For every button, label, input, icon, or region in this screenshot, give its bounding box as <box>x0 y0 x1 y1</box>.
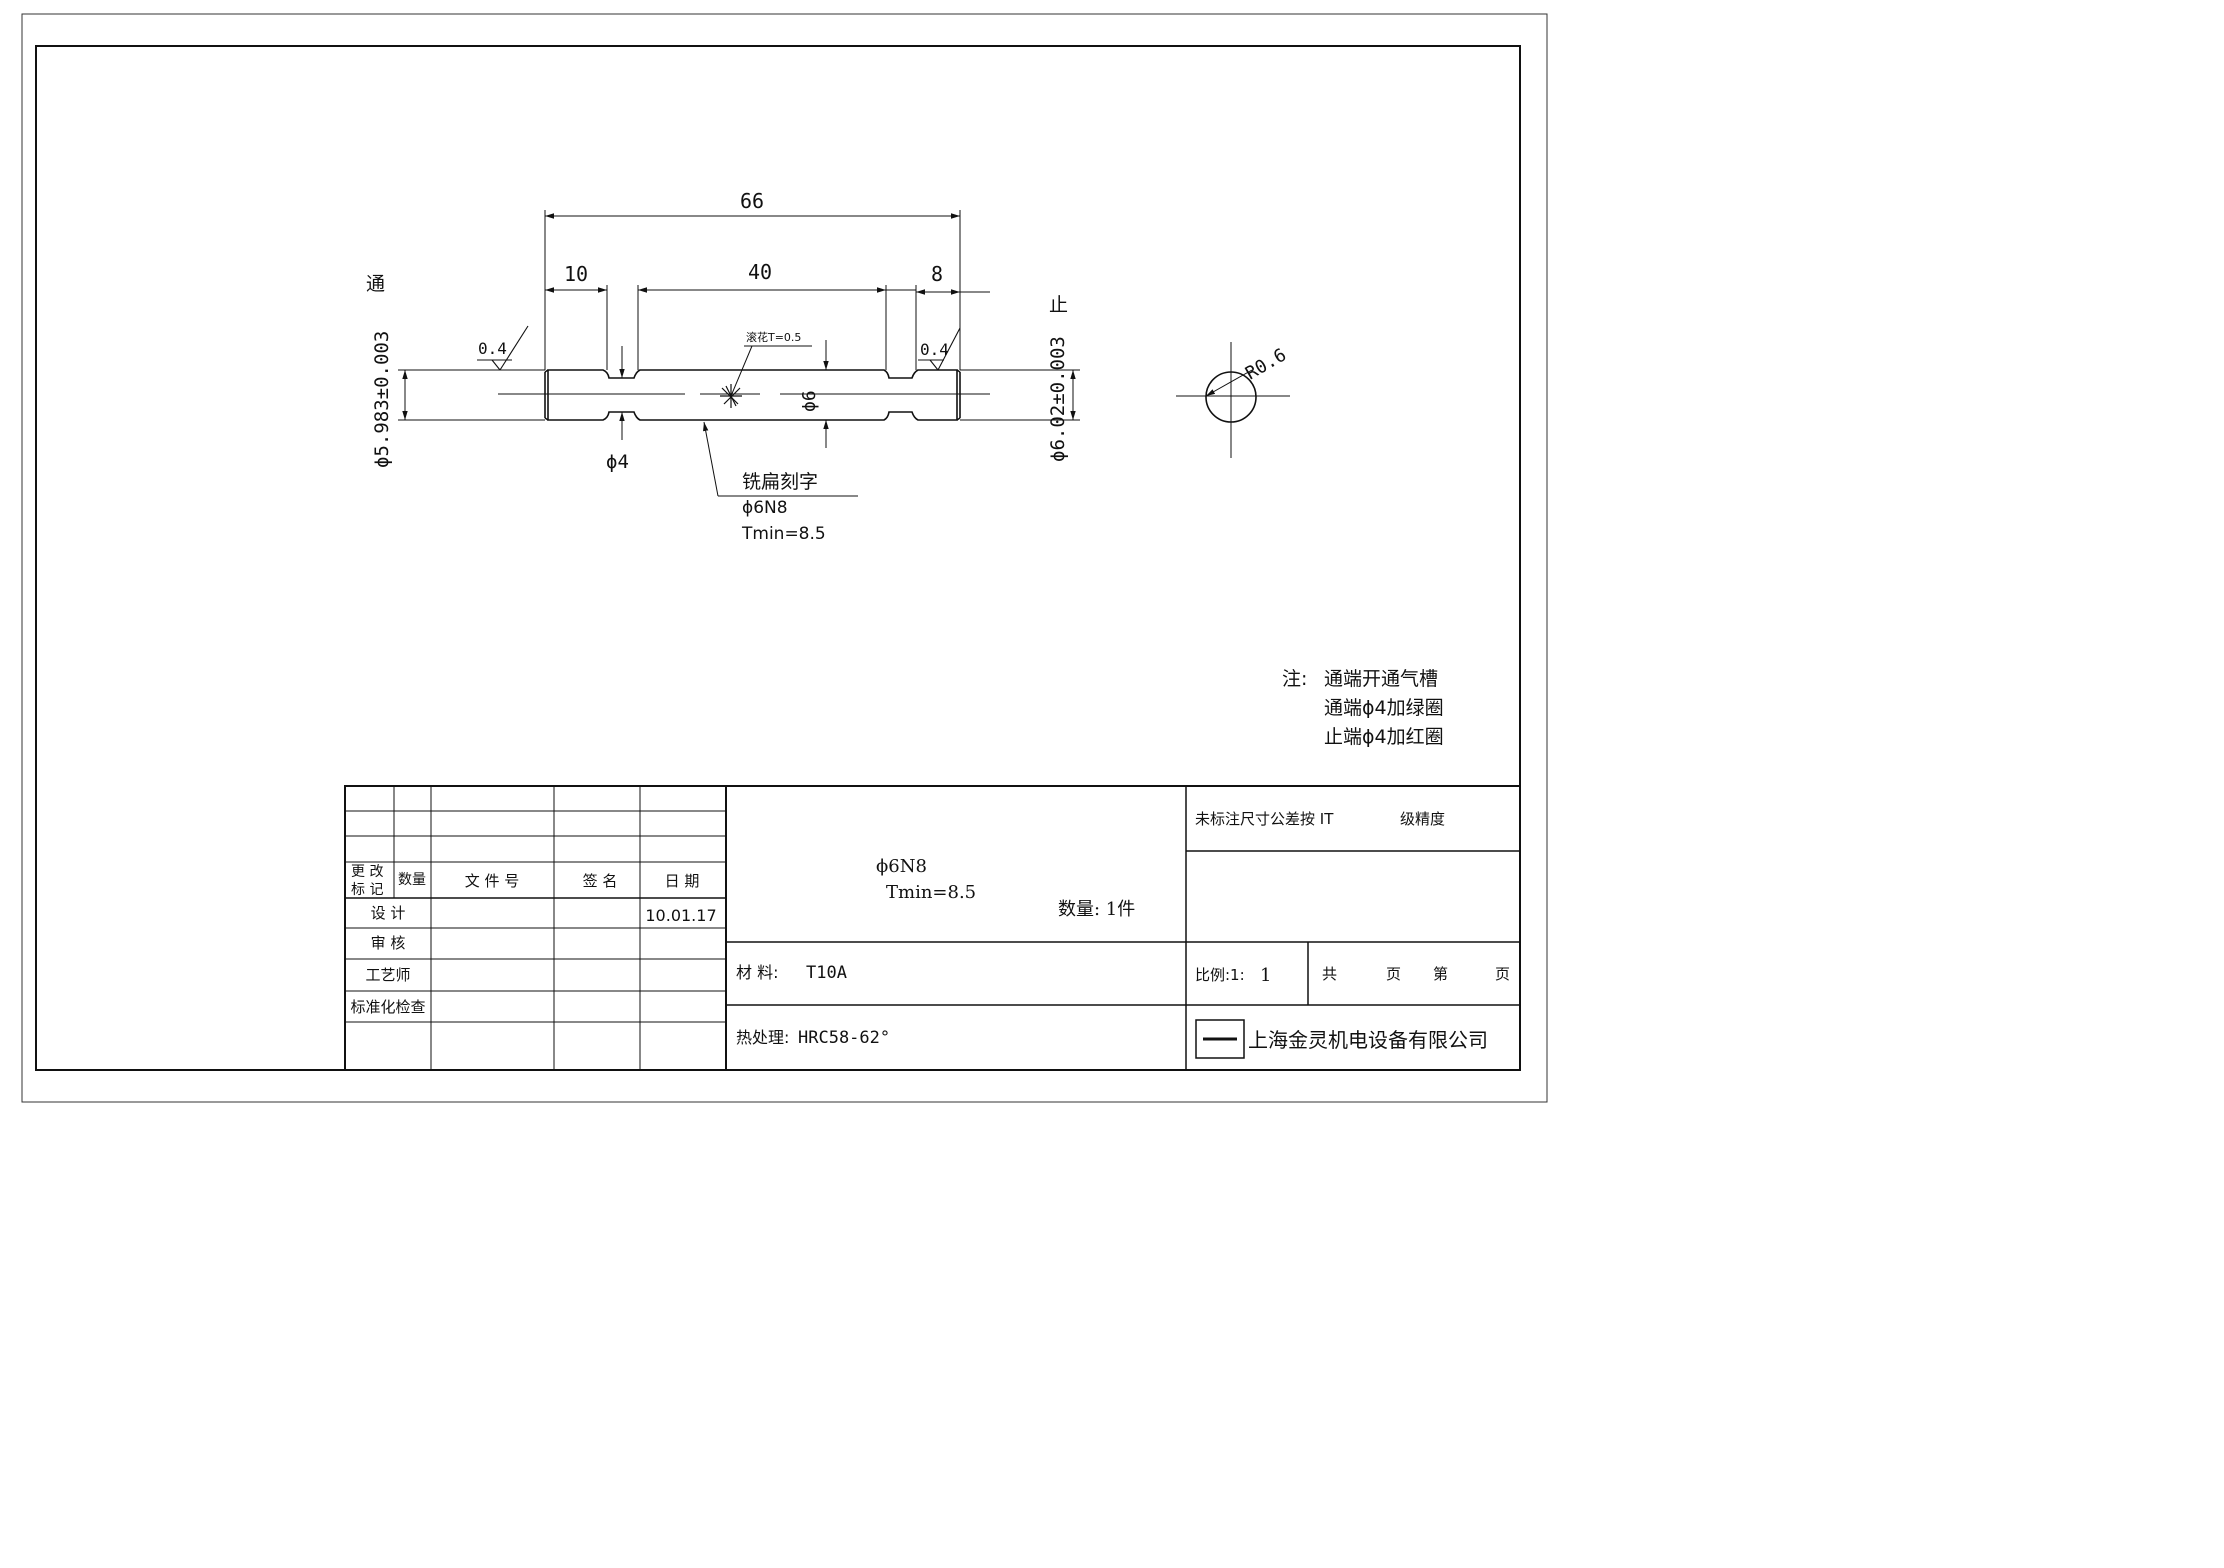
notes: 注: 通端开通气槽 通端ϕ4加绿圈 止端ϕ4加红圈 <box>1282 668 1444 748</box>
knurl-label: 滚花T=0.5 <box>746 330 801 344</box>
change-mark-label-1: 更 改 <box>351 864 383 880</box>
outer-border <box>21 13 1548 1103</box>
part-name-line2: Tmin=8.5 <box>886 882 976 903</box>
standard-label: 标准化检查 <box>350 998 425 1016</box>
marking-line1: ϕ6N8 <box>742 498 788 518</box>
title-block-text: 更 改 标 记 数量 文 件 号 签 名 日 期 设 计 10.01.17 审 … <box>350 810 1510 1052</box>
sheets-total-label: 共 <box>1322 965 1337 983</box>
roughness-symbol-left <box>477 325 529 371</box>
engineering-drawing: 66 10 40 8 通 止 ϕ5.983±0.003 ϕ6.02±0.003 … <box>21 13 1548 1103</box>
note-2: 通端ϕ4加绿圈 <box>1324 697 1444 719</box>
date-col-label: 日 期 <box>665 872 700 890</box>
dimension-labels: 66 10 40 8 通 止 ϕ5.983±0.003 ϕ6.02±0.003 … <box>366 189 1290 544</box>
nogo-end-label: 止 <box>1049 294 1068 316</box>
shaft-diameter-label: ϕ6 <box>799 390 820 412</box>
review-label: 审 核 <box>371 934 406 952</box>
part-view <box>398 210 1290 497</box>
heat-treatment-value: HRC58-62° <box>798 1028 890 1048</box>
company-logo <box>1195 1019 1245 1059</box>
quantity-col-label: 数量 <box>398 872 426 888</box>
material-label: 材 料: <box>736 963 778 982</box>
sheets-page-label: 页 <box>1386 965 1401 983</box>
go-diameter-label: ϕ5.983±0.003 <box>371 331 393 468</box>
part-name-line1: ϕ6N8 <box>876 856 927 877</box>
groove-diameter-label: ϕ4 <box>606 451 629 473</box>
roughness-left-label: 0.4 <box>478 339 507 358</box>
scale-label: 比例:1: <box>1195 966 1245 984</box>
title-block <box>344 785 1521 1071</box>
note-3: 止端ϕ4加红圈 <box>1324 726 1444 748</box>
dim-66: 66 <box>740 189 764 213</box>
sheet-page-label-2: 页 <box>1495 965 1510 983</box>
marking-line2: Tmin=8.5 <box>741 524 826 544</box>
dim-10: 10 <box>564 262 588 286</box>
process-label: 工艺师 <box>365 966 410 984</box>
shaft-outline <box>547 369 958 421</box>
drawing-frame <box>35 45 1521 1071</box>
design-date: 10.01.17 <box>645 906 716 925</box>
notes-prefix: 注: <box>1282 668 1307 690</box>
part-quantity: 数量: 1件 <box>1058 899 1135 920</box>
end-view <box>1176 342 1290 458</box>
change-mark-label-2: 标 记 <box>351 882 383 898</box>
tolerance-suffix: 级精度 <box>1400 810 1445 828</box>
dim-40: 40 <box>748 260 772 284</box>
signature-col-label: 签 名 <box>583 872 618 890</box>
roughness-symbol-right <box>918 327 961 371</box>
heat-treatment-label: 热处理: <box>736 1028 789 1047</box>
marking-leader <box>703 421 719 497</box>
dim-8: 8 <box>931 262 943 286</box>
note-1: 通端开通气槽 <box>1324 668 1438 690</box>
design-label: 设 计 <box>371 904 406 922</box>
company-name: 上海金灵机电设备有限公司 <box>1248 1028 1488 1052</box>
material-value: T10A <box>806 963 847 983</box>
nogo-diameter-label: ϕ6.02±0.003 <box>1047 336 1069 462</box>
tolerance-note: 未标注尺寸公差按 IT <box>1195 810 1334 828</box>
sheet-no-label: 第 <box>1433 965 1448 983</box>
radius-label: R0.6 <box>1242 344 1290 384</box>
roughness-right-label: 0.4 <box>920 340 949 359</box>
doc-no-col-label: 文 件 号 <box>465 872 520 890</box>
marking-title: 铣扁刻字 <box>742 471 818 493</box>
scale-value: 1 <box>1260 965 1271 986</box>
go-end-label: 通 <box>366 273 385 295</box>
